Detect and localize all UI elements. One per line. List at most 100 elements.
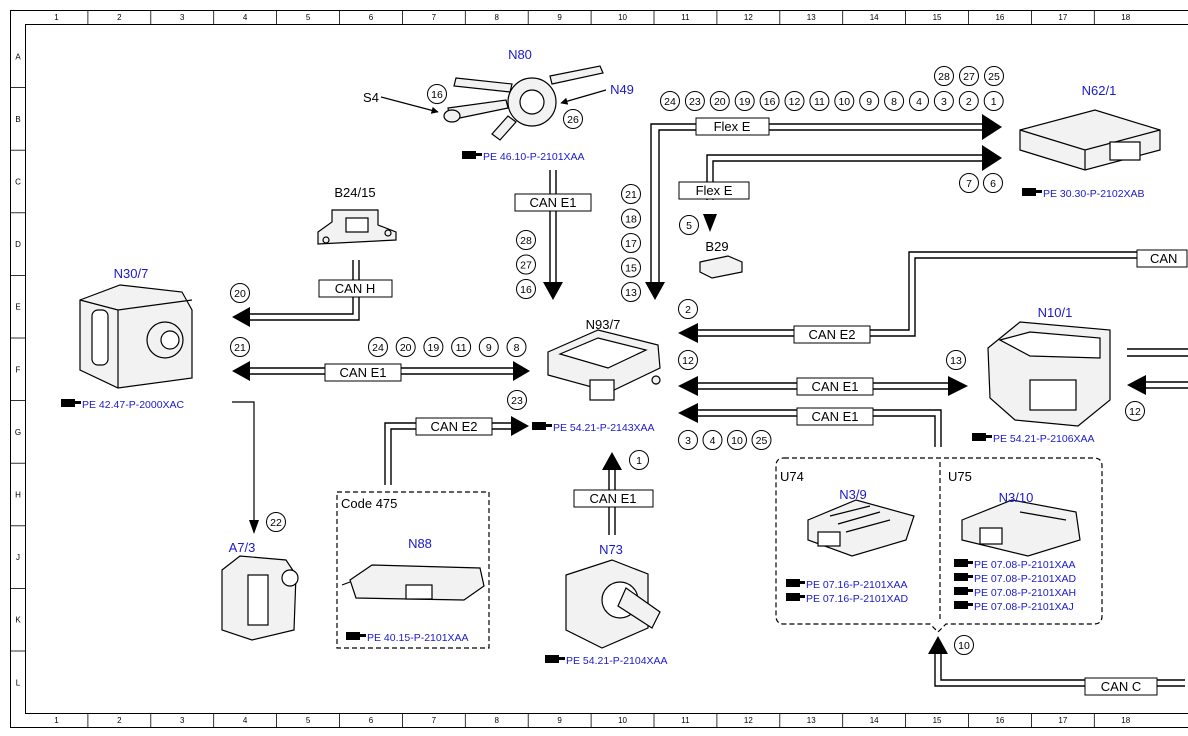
n3-9-ecu-graphic [807,499,915,557]
svg-text:10: 10 [731,435,743,447]
pin-marker: 9 [859,91,880,111]
grid-row-label: J [16,553,20,562]
pin-marker: 10 [954,635,974,655]
svg-text:21: 21 [625,189,637,201]
grid-row-label: A [15,52,21,61]
grid-column-label: 10 [618,716,627,725]
grid-column-label: 9 [557,716,562,725]
svg-text:CAN E1: CAN E1 [340,365,387,380]
grid-column-labels: 1122334455667788991010111112121313141415… [54,11,1131,727]
svg-text:CAN: CAN [1150,251,1177,266]
svg-text:20: 20 [714,96,726,108]
component-graphics [79,65,1161,649]
pointing-hand-icon [462,151,482,159]
pin-marker: 10 [834,91,855,111]
grid-row-label: E [15,303,20,312]
n80-module-graphic [443,65,604,141]
grid-column-label: 2 [117,716,122,725]
pointing-hand-icon [954,601,973,609]
svg-text:4: 4 [916,96,922,108]
flex-e-down-arrow [645,282,665,300]
label-n49: N49 [610,82,634,97]
grid-column-label: 4 [243,716,248,725]
label-b24-15: B24/15 [334,185,375,200]
pin-marker: 23 [507,390,527,410]
pin-marker: 1 [629,450,649,470]
pin-marker: 21 [230,337,250,357]
pin-marker: 19 [423,337,444,357]
n3-10-ecu-graphic [961,499,1081,557]
a7-unit-graphic [221,555,299,641]
svg-text:9: 9 [486,342,492,354]
can-h-label: CAN H [318,279,393,298]
pointing-hand-icon [1022,188,1042,196]
pin-marker: 10 [727,430,747,450]
svg-text:20: 20 [400,342,412,354]
grid-column-label: 11 [681,13,690,22]
pointing-hand-icon [346,632,366,640]
n30-unit-graphic [79,284,193,389]
svg-text:16: 16 [431,89,443,101]
grid-row-label: B [15,115,20,124]
svg-text:7: 7 [966,178,972,190]
svg-text:5: 5 [686,220,692,232]
svg-text:25: 25 [756,435,768,447]
can-c-label: CAN C [1084,677,1158,696]
can-h-arrow [232,307,250,327]
pin-marker: 24 [660,91,680,111]
svg-text:Flex E: Flex E [714,119,751,134]
svg-text:9: 9 [866,96,872,108]
grid-row-label: K [15,616,21,625]
flex-e-top-bus [650,123,985,288]
grid-column-label: 11 [681,716,690,725]
pin-marker: 24 [368,337,388,357]
svg-text:CAN E1: CAN E1 [530,195,577,210]
ref-n3-9-b: PE 07.16-P-2101XAD [806,593,909,605]
pin-marker: 12 [678,350,698,370]
pin-marker: 20 [395,337,416,357]
n10-right-edge-bus [1127,348,1188,357]
n73-lock-graphic [565,559,661,649]
grid-column-label: 5 [306,716,311,725]
svg-text:27: 27 [520,259,532,271]
pin-marker: 19 [734,91,755,111]
ref-n73: PE 54.21-P-2104XAA [566,655,668,667]
svg-text:6: 6 [990,178,996,190]
svg-text:28: 28 [938,71,950,83]
svg-text:8: 8 [514,342,520,354]
n10-right-arrow [1127,375,1146,395]
pin-marker: 16 [427,84,447,104]
svg-text:2: 2 [685,304,691,316]
grid-column-label: 15 [933,13,942,22]
pin-marker: 23 [684,91,705,111]
pin-marker: 28 [516,230,536,250]
reference-hand-icons [61,151,1042,663]
n62-module-graphic [1019,109,1161,171]
can-e2-right-label: CAN E2 [793,325,871,344]
pin-marker: 3 [933,91,954,111]
pin-marker: 7 [959,173,979,193]
flex-e-lower-arrow [982,145,1002,171]
b29-sensor-graphic [699,255,743,279]
grid-column-label: 17 [1058,13,1067,22]
ref-n3-9-a: PE 07.16-P-2101XAA [806,579,908,591]
svg-text:CAN C: CAN C [1101,679,1141,694]
pin-marker: 13 [621,282,641,302]
label-s4: S4 [363,90,379,105]
grid-column-label: 6 [369,13,374,22]
flex-e-top-arrow [982,114,1002,140]
pin-marker: 4 [702,430,723,450]
svg-text:23: 23 [511,395,523,407]
ref-n62-1: PE 30.30-P-2102XAB [1043,188,1145,200]
svg-text:11: 11 [456,342,467,354]
label-n10-1: N10/1 [1038,305,1073,320]
label-u74: U74 [780,469,804,484]
grid-column-label: 6 [369,716,374,725]
pin-marker: 28 [934,66,954,86]
label-n80: N80 [508,47,532,62]
grid-column-label: 1 [54,716,59,725]
ref-n3-10-b: PE 07.08-P-2101XAD [974,573,1077,585]
pointing-hand-icon [532,422,552,430]
